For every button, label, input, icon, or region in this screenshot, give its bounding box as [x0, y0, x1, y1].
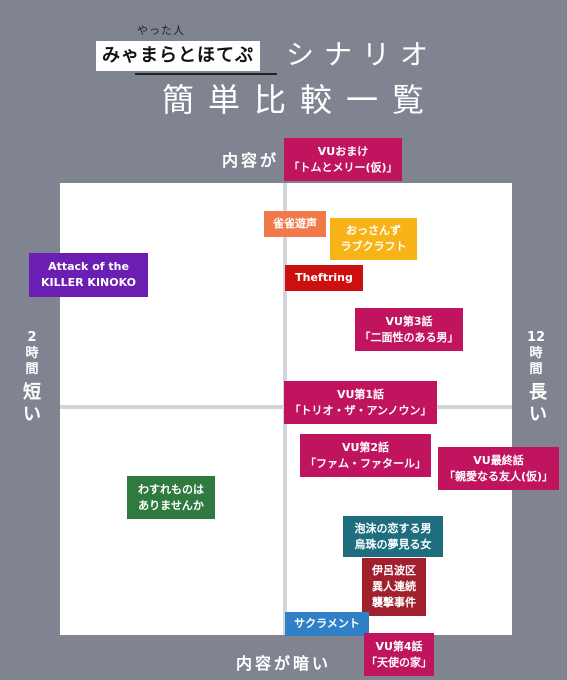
scenario-houmatsu: 泡沫の恋する男 烏珠の夢見る女	[343, 516, 443, 557]
scenario-label: 「トムとメリー(仮)」	[288, 160, 398, 174]
page-title: 簡単比較一覧	[162, 81, 439, 119]
axis-label-left-char: 短	[23, 382, 41, 403]
axis-label-right: 長 い	[526, 382, 550, 426]
title-ruby: やった人	[137, 24, 185, 37]
scenario-attack-kinoko: Attack of the KILLER KINOKO	[29, 253, 148, 297]
title-player-name: みゃまらとほてぷ	[96, 41, 260, 71]
scenario-vu-2: VU第2話 「ファム・ファタール」	[300, 434, 431, 477]
scenario-label: VU第2話	[341, 440, 390, 454]
scenario-irohaku: 伊呂波区 異人連続 襲撃事件	[362, 558, 426, 616]
scenario-sacrament: サクラメント	[285, 612, 369, 636]
scenario-vu-final: VU最終話 「親愛なる友人(仮)」	[438, 447, 559, 490]
scenario-label: 「ファム・ファタール」	[305, 456, 426, 470]
scenario-jakujan-yuen: 雀雀遊声	[264, 211, 326, 237]
scenario-label: サクラメント	[294, 617, 360, 630]
axis-label-left-sub: 2 時 間	[22, 330, 42, 378]
axis-label-top: 内容が	[222, 151, 280, 170]
axis-label-right-sub-char: 間	[529, 362, 543, 377]
scenario-label: VU最終話	[473, 453, 524, 467]
scenario-vu-1: VU第1話 「トリオ・ザ・アンノウン」	[284, 381, 437, 424]
scenario-wasuremono: わすれものは ありませんか	[127, 476, 215, 519]
scenario-label: わすれものは	[138, 482, 204, 496]
scenario-label: 雀雀遊声	[273, 217, 317, 230]
scenario-label: 襲撃事件	[372, 596, 416, 609]
scenario-vu-3: VU第3話 「二面性のある男」	[355, 308, 463, 351]
scenario-label: ラブクラフト	[340, 240, 407, 253]
scenario-label: VUおまけ	[317, 144, 369, 158]
scenario-label: 「トリオ・ザ・アンノウン」	[289, 403, 432, 417]
axis-label-right-char: い	[529, 404, 547, 425]
scenario-ossanzu: おっさんず ラブクラフト	[330, 218, 417, 260]
axis-label-right-sub-char: 時	[529, 346, 543, 361]
scenario-label: Theftring	[295, 271, 353, 284]
axis-label-left-char: い	[23, 404, 41, 425]
axis-label-left-sub-char: 間	[25, 362, 39, 377]
scenario-label: 「二面性のある男」	[359, 330, 459, 344]
axis-label-bottom: 内容が暗い	[236, 654, 332, 673]
scenario-label: VU第1話	[336, 387, 385, 401]
scenario-label: VU第4話	[375, 639, 423, 653]
axis-label-right-sub-char: 12	[526, 330, 546, 345]
scenario-label: 「親愛なる友人(仮)」	[443, 469, 554, 483]
scenario-label: VU第3話	[385, 314, 433, 328]
scenario-label: ありませんか	[138, 498, 204, 512]
axis-label-left: 短 い	[20, 382, 44, 426]
scenario-label: 伊呂波区	[372, 564, 416, 577]
title-scenario: シナリオ	[286, 38, 439, 71]
scenario-label: 異人連続	[372, 580, 416, 593]
scenario-vu-omake: VUおまけ 「トムとメリー(仮)」	[284, 138, 402, 181]
axis-label-left-sub-char: 時	[25, 346, 39, 361]
scenario-vu-4: VU第4話 「天使の家」	[364, 633, 434, 676]
scenario-label: おっさんず	[346, 224, 401, 237]
scenario-theftring: Theftring	[285, 265, 363, 291]
scenario-label: KILLER KINOKO	[40, 276, 136, 289]
scenario-label: Attack of the	[48, 260, 129, 273]
scenario-label: 泡沫の恋する男	[354, 521, 432, 535]
axis-label-left-sub-char: 2	[27, 330, 37, 345]
scenario-label: 「天使の家」	[366, 655, 432, 669]
axis-label-right-sub: 12 時 間	[524, 330, 548, 378]
axis-label-right-char: 長	[529, 382, 547, 403]
scenario-label: 烏珠の夢見る女	[354, 537, 432, 551]
title-underline	[135, 73, 277, 75]
